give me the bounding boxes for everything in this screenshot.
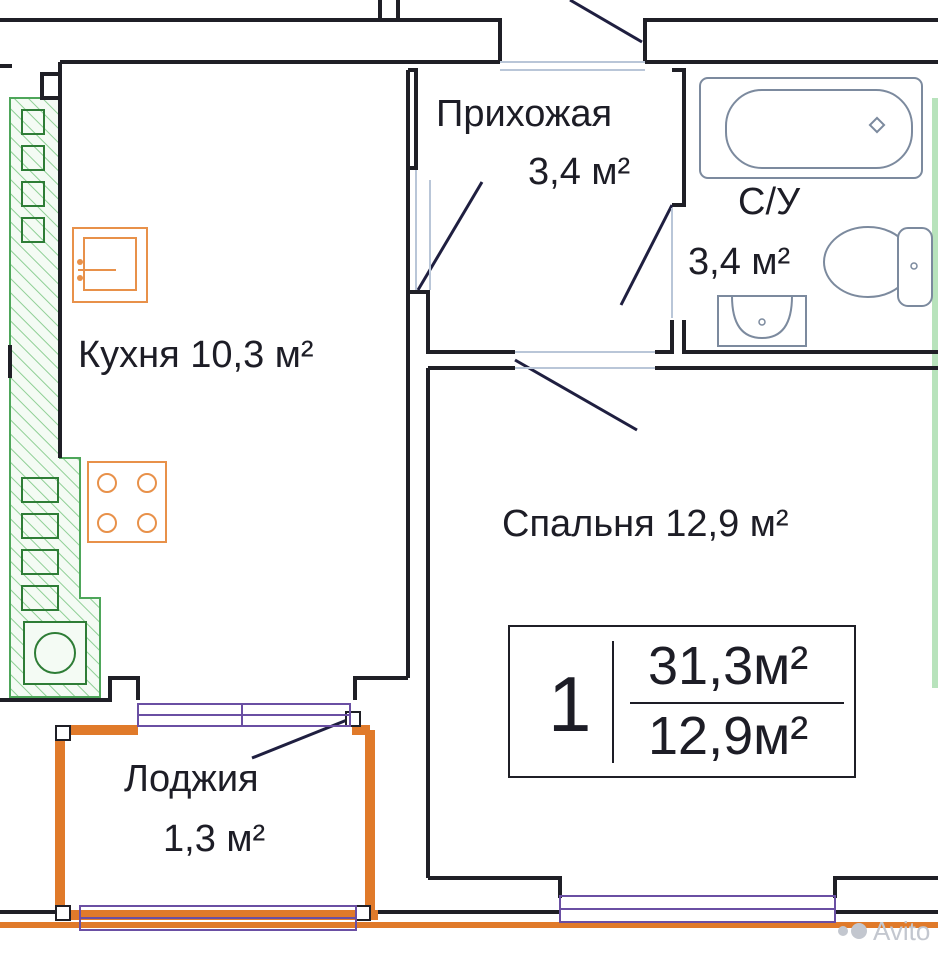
living-area: 12,9м² [648,706,809,766]
watermark-text: Avito [873,916,931,946]
windows [79,703,836,931]
bathtub-icon [699,77,923,179]
fraction-line [630,702,844,704]
door-openings [415,61,673,369]
room-label-loggia: Лоджия [124,758,259,800]
room-label-bathroom: С/У [738,181,801,223]
washbasin-icon [717,295,807,347]
summary-divider [612,641,614,763]
avito-logo-icon [838,923,867,939]
total-area: 31,3м² [648,636,809,696]
apartment-summary: 1 31,3м² 12,9м² [508,625,856,778]
room-label-hall: Прихожая [436,93,613,135]
stove-icon [87,461,167,543]
kitchen-counter [9,97,938,698]
doors [251,0,674,760]
room-area-loggia: 1,3 м² [163,818,266,860]
watermark: Avito [838,918,930,944]
room-area-bathroom: 3,4 м² [688,241,791,283]
kitchen-sink-icon [72,227,148,303]
rooms-count: 1 [548,660,592,748]
room-area-hall: 3,4 м² [528,151,631,193]
walls [0,0,938,914]
room-label-kitchen: Кухня 10,3 м² [78,334,314,376]
toilet-icon [823,226,933,307]
loggia-frame [0,711,938,928]
room-label-bedroom: Спальня 12,9 м² [502,503,789,545]
